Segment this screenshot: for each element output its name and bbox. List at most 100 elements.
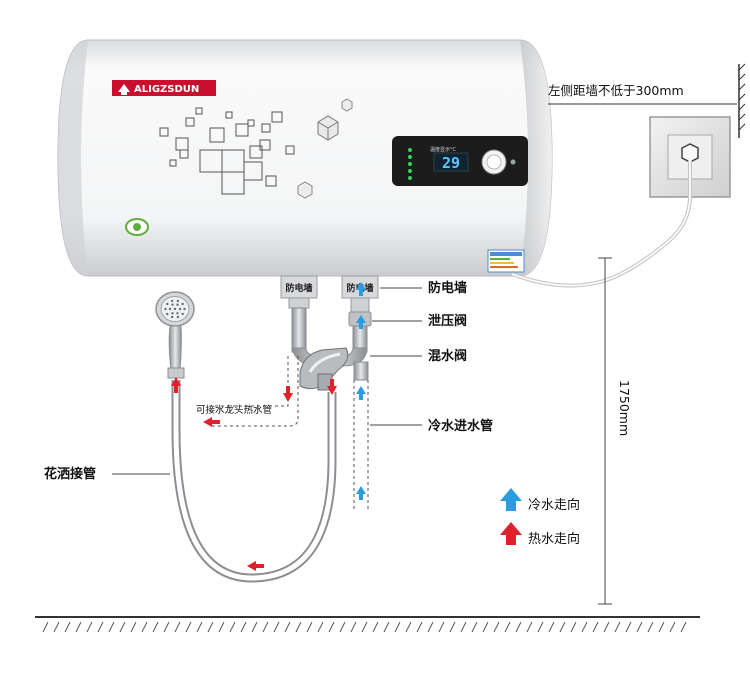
floor-hatch-mark <box>229 621 236 633</box>
floor-hatch-mark <box>328 621 335 633</box>
floor-hatch-mark <box>482 621 489 633</box>
shower-nozzle <box>170 299 174 303</box>
shower-nozzle <box>164 307 167 311</box>
floor-hatch-mark <box>471 621 478 633</box>
legend-hot-arrow-icon <box>500 522 522 545</box>
shower-nozzle <box>171 303 174 306</box>
shower-head <box>155 291 195 379</box>
legend-cold-label: 冷水走向 <box>528 497 580 513</box>
floor-hatch-mark <box>361 621 368 633</box>
floor-hatch-mark <box>416 621 423 633</box>
decorative-3d-cubes <box>297 98 353 199</box>
energy-badge <box>125 218 149 236</box>
floor-hatch-mark <box>625 621 632 633</box>
floor-hatch-mark <box>97 621 104 633</box>
anti-electric-wall-label: 防电墙 <box>428 280 467 296</box>
callout-lines <box>112 287 422 475</box>
panel-button[interactable] <box>510 159 516 165</box>
indicator-light <box>408 155 412 159</box>
indicator-light <box>408 162 412 166</box>
faucet-hot-pipe-label: 可接水龙头热水管 <box>196 404 272 416</box>
height-label: 1750mm <box>617 380 632 436</box>
floor-hatch-mark <box>350 621 357 633</box>
floor-hatch-mark <box>515 621 522 633</box>
floor-hatch-mark <box>449 621 456 633</box>
floor-hatch-mark <box>570 621 577 633</box>
floor-hatch-mark <box>647 621 654 633</box>
hot-nut <box>288 297 310 309</box>
dashed-pipes <box>210 356 369 510</box>
floor-hatch-mark <box>460 621 467 633</box>
brand-name: ALIGZSDUN <box>134 84 199 95</box>
pressure-relief-valve <box>350 297 370 313</box>
hot-flow-arrows <box>171 377 337 571</box>
anti-electric-wall-hot: 防电墙 <box>280 275 318 299</box>
height-dimension <box>598 257 612 605</box>
floor-hatch-mark <box>53 621 60 633</box>
floor-hatch-mark <box>614 621 621 633</box>
floor <box>35 616 700 633</box>
temperature-display: 29 <box>442 154 460 172</box>
pressure-relief-valve-label: 泄压阀 <box>428 313 467 329</box>
floor-hatch-mark <box>163 621 170 633</box>
decorative-cube-pattern <box>159 107 295 195</box>
shower-nozzle <box>168 307 172 311</box>
shower-nozzle <box>176 312 179 315</box>
fitting-label-hot: 防电墙 <box>285 282 312 294</box>
hot-arrow-left-icon <box>203 417 220 427</box>
floor-hatch-mark <box>559 621 566 633</box>
hot-arrow-left-icon <box>247 561 264 571</box>
floor-hatch-mark <box>603 621 610 633</box>
floor-hatch-mark <box>636 621 643 633</box>
floor-hatch-mark <box>526 621 533 633</box>
indicator-light <box>408 176 412 180</box>
shower-nozzle <box>181 312 184 316</box>
floor-hatch-mark <box>251 621 258 633</box>
floor-hatch-mark <box>394 621 401 633</box>
floor-hatch-mark <box>427 621 434 633</box>
floor-hatch-mark <box>119 621 126 633</box>
shower-nozzle <box>176 315 180 319</box>
floor-hatch-mark <box>174 621 181 633</box>
shower-nozzle <box>173 307 177 311</box>
floor-hatch-mark <box>108 621 115 633</box>
water-heater-tank <box>57 39 553 277</box>
cold-arrow-up-icon <box>356 386 366 400</box>
hot-arrow-down-icon <box>283 386 293 402</box>
shower-nozzle <box>166 302 169 306</box>
indicator-light <box>408 148 412 152</box>
shower-nozzle <box>183 307 186 311</box>
floor-hatch-mark <box>64 621 71 633</box>
display-caption: 温度显示°C <box>430 146 457 153</box>
house-icon <box>118 84 130 95</box>
floor-hatch-mark <box>504 621 511 633</box>
floor-hatch-mark <box>218 621 225 633</box>
shower-hose-label: 花洒接管 <box>44 466 96 482</box>
floor-hatch-mark <box>317 621 324 633</box>
floor-hatch-mark <box>240 621 247 633</box>
floor-hatch-mark <box>42 621 49 633</box>
floor-hatch-mark <box>284 621 291 633</box>
floor-hatch-mark <box>658 621 665 633</box>
floor-hatch-mark <box>306 621 313 633</box>
brand-logo: ALIGZSDUN <box>112 80 216 96</box>
hot-arrow-down-icon <box>327 379 337 395</box>
side-wall <box>738 63 746 138</box>
floor-hatch-mark <box>207 621 214 633</box>
floor-hatch-mark <box>680 621 687 633</box>
legend-hot-label: 热水走向 <box>528 531 580 547</box>
floor-hatch-mark <box>383 621 390 633</box>
cold-arrow-up-icon <box>356 486 366 500</box>
hot-arrow-up-icon <box>171 377 181 393</box>
floor-hatch-mark <box>273 621 280 633</box>
shower-nozzle <box>176 299 180 303</box>
hot-outlet-pipe <box>291 307 307 353</box>
indicator-light <box>408 169 412 173</box>
floor-hatch-mark <box>581 621 588 633</box>
floor-hatch-mark <box>130 621 137 633</box>
shower-nozzle <box>176 303 179 306</box>
shower-nozzle <box>166 312 169 316</box>
floor-hatch-mark <box>438 621 445 633</box>
shower-nozzle <box>171 312 174 315</box>
